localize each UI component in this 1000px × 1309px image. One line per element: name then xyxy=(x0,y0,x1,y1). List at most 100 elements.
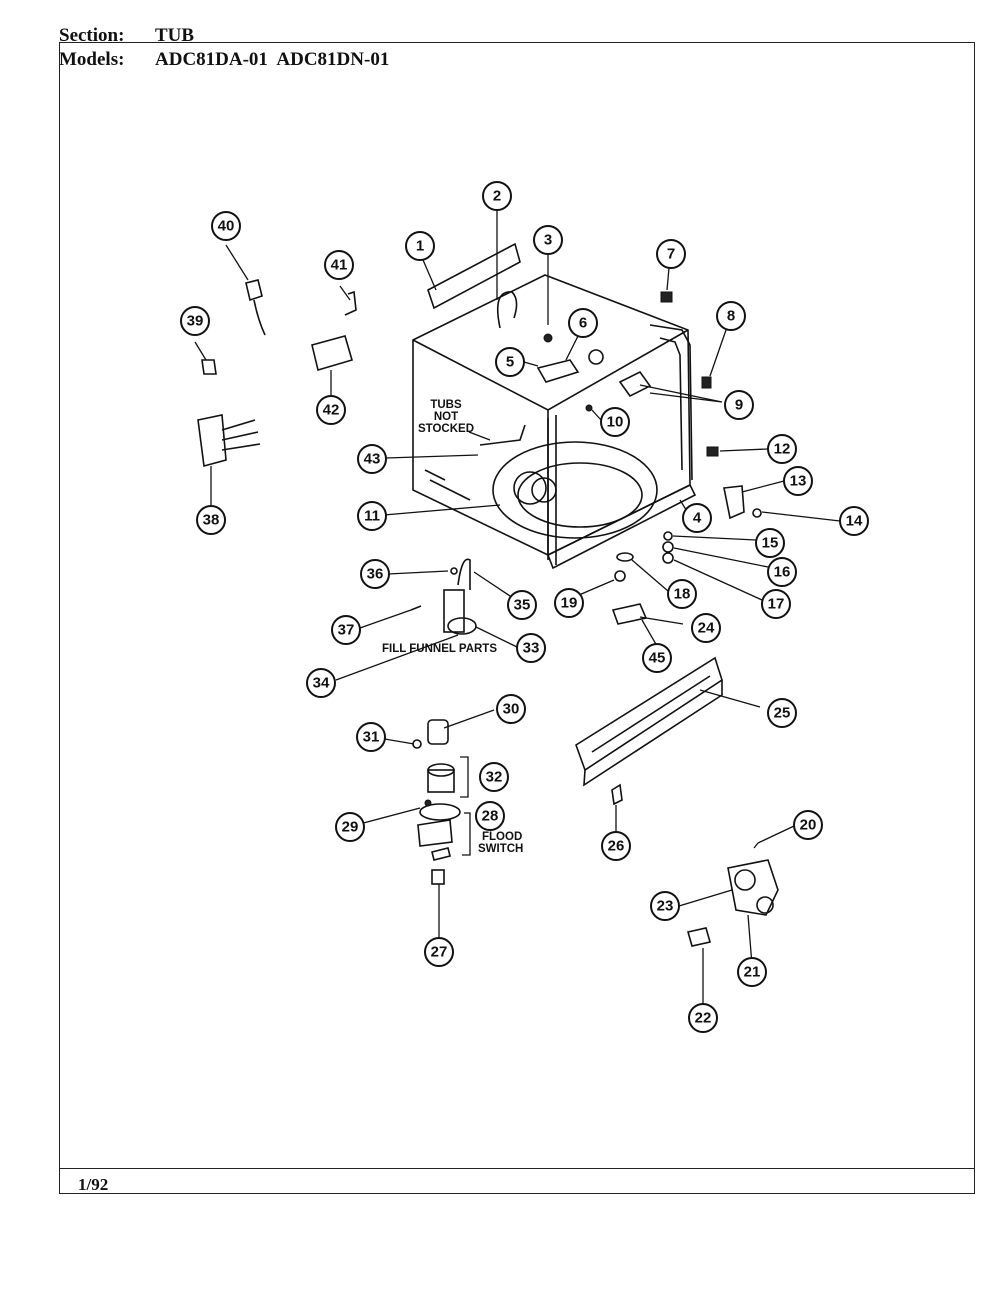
callout-35: 35 xyxy=(507,590,537,620)
callout-37: 37 xyxy=(331,615,361,645)
callout-5: 5 xyxy=(495,347,525,377)
fill-funnel-parts-label: FILL FUNNEL PARTS xyxy=(382,643,497,655)
callout-28: 28 xyxy=(475,801,505,831)
svg-text:23: 23 xyxy=(657,898,674,915)
flood-switch-line-1: FLOOD xyxy=(482,831,522,843)
svg-text:9: 9 xyxy=(735,397,743,414)
callout-25: 25 xyxy=(767,698,797,728)
callout-30: 30 xyxy=(496,694,526,724)
svg-text:36: 36 xyxy=(367,566,384,583)
callout-22: 22 xyxy=(688,1003,718,1033)
callout-3: 3 xyxy=(533,225,563,255)
section-label: Section: xyxy=(59,25,125,46)
callout-18: 18 xyxy=(667,579,697,609)
callout-8: 8 xyxy=(716,301,746,331)
models-label: Models: xyxy=(59,49,125,70)
callout-27: 27 xyxy=(424,937,454,967)
svg-text:5: 5 xyxy=(506,354,514,371)
misc-left-parts-drawing xyxy=(197,279,357,468)
callout-34: 34 xyxy=(306,668,336,698)
svg-text:41: 41 xyxy=(331,257,348,274)
tubs-not-stocked-line-2: NOT xyxy=(434,411,458,423)
callout-45: 45 xyxy=(642,643,672,673)
svg-text:16: 16 xyxy=(774,564,791,581)
callout-2: 2 xyxy=(482,181,512,211)
callout-15: 15 xyxy=(755,528,785,558)
svg-text:3: 3 xyxy=(544,232,552,249)
svg-text:45: 45 xyxy=(649,650,666,667)
tubs-not-stocked-line-3: STOCKED xyxy=(418,423,474,435)
callout-36: 36 xyxy=(360,559,390,589)
callout-17: 17 xyxy=(761,589,791,619)
callout-13: 13 xyxy=(783,466,813,496)
svg-text:17: 17 xyxy=(768,596,785,613)
callout-32: 32 xyxy=(479,762,509,792)
callout-40: 40 xyxy=(211,211,241,241)
flood-switch-drawing xyxy=(412,719,461,885)
svg-text:29: 29 xyxy=(342,819,359,836)
svg-text:19: 19 xyxy=(561,595,578,612)
svg-text:30: 30 xyxy=(503,701,520,718)
callout-38: 38 xyxy=(196,505,226,535)
callout-39: 39 xyxy=(180,306,210,336)
svg-text:39: 39 xyxy=(187,313,204,330)
svg-text:28: 28 xyxy=(482,808,499,825)
callout-12: 12 xyxy=(767,434,797,464)
callout-41: 41 xyxy=(324,250,354,280)
svg-text:26: 26 xyxy=(608,838,625,855)
callout-23: 23 xyxy=(650,891,680,921)
callout-42: 42 xyxy=(316,395,346,425)
models-heading: Models: ADC81DA-01 ADC81DN-01 xyxy=(59,50,389,70)
callout-6: 6 xyxy=(568,308,598,338)
svg-text:27: 27 xyxy=(431,944,448,961)
svg-text:32: 32 xyxy=(486,769,503,786)
svg-text:14: 14 xyxy=(846,513,863,530)
callout-24: 24 xyxy=(691,613,721,643)
svg-text:11: 11 xyxy=(364,508,380,525)
tub-assembly xyxy=(412,242,762,625)
diagram-frame xyxy=(59,42,975,1194)
section-value: TUB xyxy=(155,25,195,46)
callout-43: 43 xyxy=(357,444,387,474)
callout-14: 14 xyxy=(839,506,869,536)
svg-text:18: 18 xyxy=(674,586,691,603)
fill-funnel-parts-drawing xyxy=(410,558,477,635)
svg-text:42: 42 xyxy=(323,402,340,419)
callout-1: 1 xyxy=(405,231,435,261)
svg-text:31: 31 xyxy=(363,729,380,746)
svg-text:25: 25 xyxy=(774,705,791,722)
svg-text:10: 10 xyxy=(607,414,624,431)
svg-text:13: 13 xyxy=(790,473,807,490)
callout-26: 26 xyxy=(601,831,631,861)
svg-text:6: 6 xyxy=(579,315,587,332)
revision-date: 1/92 xyxy=(78,1175,109,1194)
callout-19: 19 xyxy=(554,588,584,618)
rail-drawing xyxy=(575,656,723,806)
svg-text:34: 34 xyxy=(313,675,330,692)
callout-11: 11 xyxy=(357,501,387,531)
svg-text:1: 1 xyxy=(416,238,424,255)
flood-switch-line-2: SWITCH xyxy=(478,843,523,855)
water-valve-drawing xyxy=(686,859,779,947)
svg-text:7: 7 xyxy=(667,246,675,263)
callout-10: 10 xyxy=(600,407,630,437)
svg-text:33: 33 xyxy=(523,640,540,657)
svg-text:4: 4 xyxy=(693,510,702,527)
callout-4: 4 xyxy=(682,503,712,533)
tubs-not-stocked-line-1: TUBS xyxy=(430,399,462,411)
footer-divider xyxy=(59,1168,975,1169)
callout-9: 9 xyxy=(724,390,754,420)
callout-16: 16 xyxy=(767,557,797,587)
callout-31: 31 xyxy=(356,722,386,752)
callout-21: 21 xyxy=(737,957,767,987)
callout-33: 33 xyxy=(516,633,546,663)
svg-text:38: 38 xyxy=(203,512,220,529)
models-value: ADC81DA-01 ADC81DN-01 xyxy=(155,49,390,70)
svg-text:21: 21 xyxy=(744,964,761,981)
svg-text:37: 37 xyxy=(338,622,355,639)
callout-20: 20 xyxy=(793,810,823,840)
svg-text:15: 15 xyxy=(762,535,779,552)
section-heading: Section: TUB xyxy=(59,26,194,46)
svg-text:43: 43 xyxy=(364,451,381,468)
